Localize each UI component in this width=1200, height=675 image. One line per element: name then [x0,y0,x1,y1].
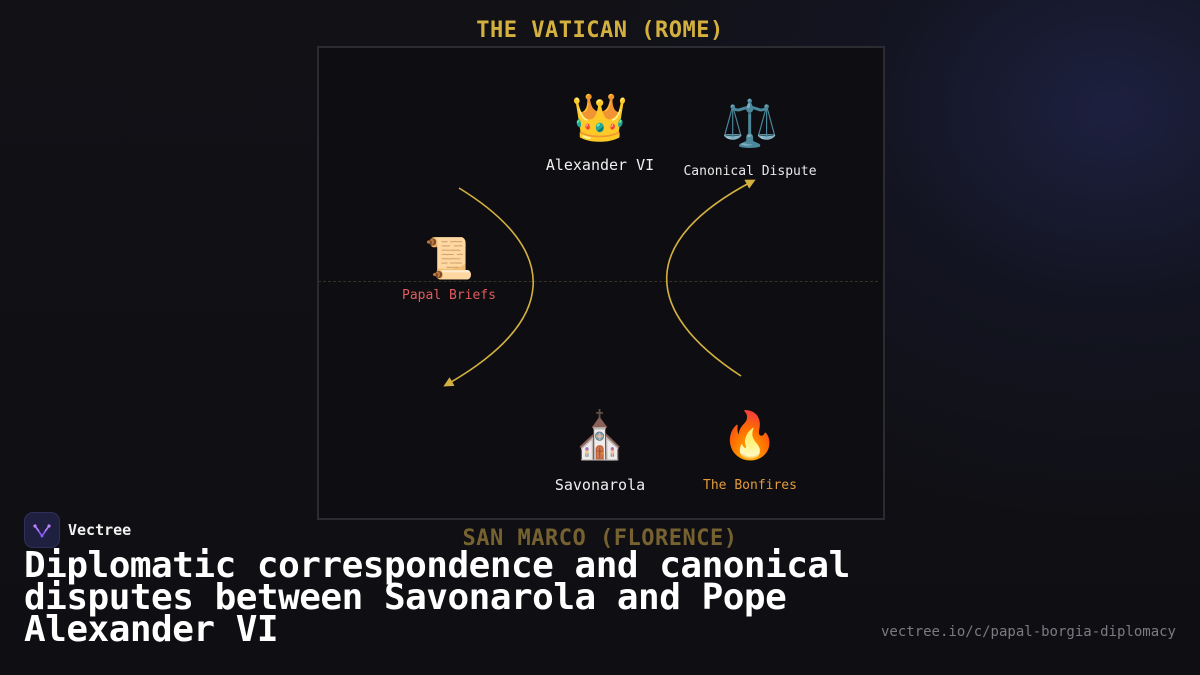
node-canonical-dispute[interactable]: ⚖️ Canonical Dispute [650,96,850,179]
brand[interactable]: Vectree [24,512,131,548]
church-icon: ⛪ [571,408,629,462]
node-savonarola[interactable]: ⛪ Savonarola [500,408,700,494]
bonfires-label: The Bonfires [703,478,797,493]
briefs-label: Papal Briefs [402,288,496,303]
canonical-label: Canonical Dispute [683,164,817,179]
jurisdiction-divider [318,281,878,282]
node-papal-briefs[interactable]: 📜 Papal Briefs [349,236,549,303]
fire-icon: 🔥 [721,408,779,462]
crown-icon: 👑 [571,90,629,144]
diagram-frame [317,46,885,520]
vatican-title: THE VATICAN (ROME) [476,18,724,43]
alexander-label: Alexander VI [545,156,655,174]
node-alexander-vi[interactable]: 👑 Alexander VI [500,90,700,174]
balance-scale-icon: ⚖️ [721,96,779,150]
scroll-icon: 📜 [424,236,474,282]
vectree-logo-icon [24,512,60,548]
savonarola-label: Savonarola [554,476,646,494]
brand-name: Vectree [68,521,132,539]
node-the-bonfires[interactable]: 🔥 The Bonfires [650,408,850,493]
san-marco-title: SAN MARCO (FLORENCE) [462,526,738,551]
page-headline: Diplomatic correspondence and canonical … [24,545,850,650]
source-url[interactable]: vectree.io/c/papal-borgia-diplomacy [880,624,1176,640]
